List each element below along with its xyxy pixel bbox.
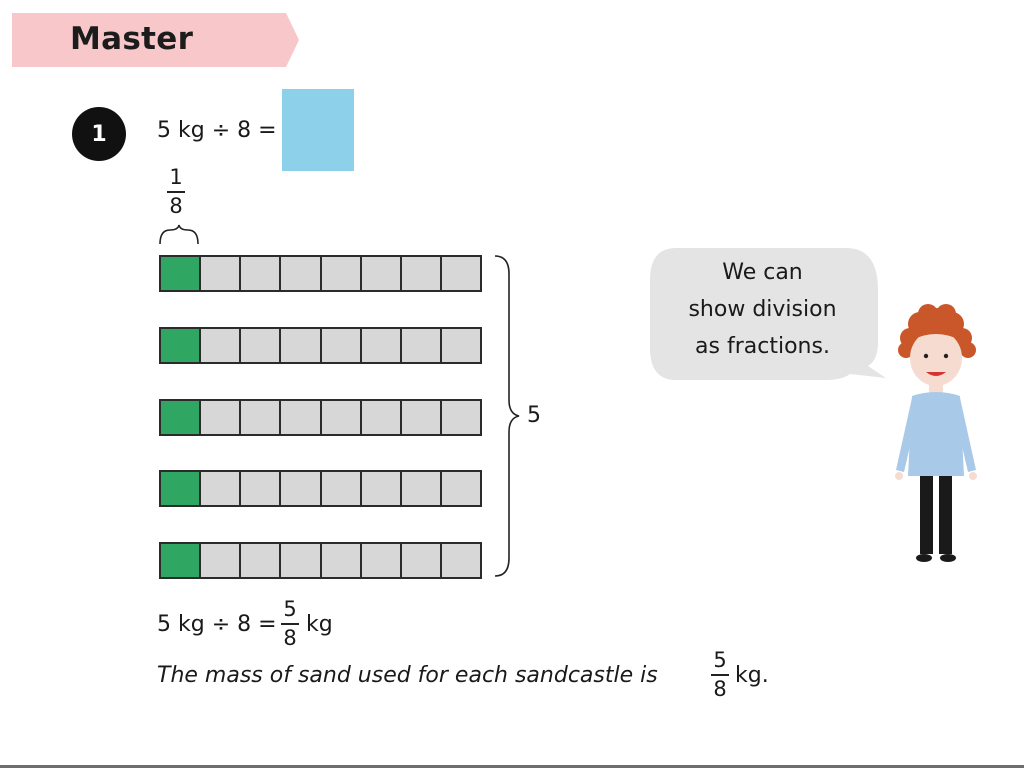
bar-part (359, 542, 402, 579)
bar-part (359, 470, 402, 507)
unit-fraction-denominator: 8 (169, 194, 183, 218)
bar-part (399, 327, 442, 364)
bar-part (319, 327, 362, 364)
shaded-part (159, 327, 202, 364)
speech-line: show division (688, 297, 837, 322)
fraction-bar (711, 674, 729, 676)
boy-character-icon (895, 304, 977, 562)
bar-row (159, 327, 482, 364)
conclusion-text: The mass of sand used for each sandcastl… (157, 663, 658, 688)
result-denominator: 8 (283, 626, 297, 650)
speech-text: We can show division as fractions. (660, 254, 865, 365)
bar-part (439, 255, 482, 292)
bar-part (239, 542, 282, 579)
bar-part (439, 542, 482, 579)
unit-fraction: 1 8 (167, 167, 185, 217)
bar-part (359, 399, 402, 436)
result-numerator: 5 (283, 597, 297, 621)
shaded-part (159, 399, 202, 436)
bar-part (399, 255, 442, 292)
bar-part (199, 327, 242, 364)
bar-part (279, 327, 322, 364)
bar-part (359, 255, 402, 292)
division-equation: 5 kg ÷ 8 = (157, 118, 277, 143)
bar-part (199, 255, 242, 292)
result-fraction: 5 8 (281, 599, 299, 649)
bar-part (279, 542, 322, 579)
result-unit: kg (306, 612, 333, 637)
bar-part (399, 470, 442, 507)
bar-part (359, 327, 402, 364)
conclusion-fraction: 5 8 (711, 650, 729, 700)
brace-label: 5 (527, 403, 541, 428)
bar-part (319, 470, 362, 507)
bar-row (159, 542, 482, 579)
bar-part (239, 327, 282, 364)
fraction-bar (167, 191, 185, 193)
bar-part (439, 399, 482, 436)
speech-line: We can (722, 260, 803, 285)
right-brace-icon (494, 255, 520, 577)
bar-part (279, 470, 322, 507)
shaded-part (159, 542, 202, 579)
shaded-part (159, 470, 202, 507)
shaded-part (159, 255, 202, 292)
bar-row (159, 255, 482, 292)
part-bracket-icon (159, 224, 199, 245)
bar-part (319, 399, 362, 436)
conclusion-numerator: 5 (713, 648, 727, 672)
conclusion-unit: kg. (735, 663, 769, 688)
bar-part (319, 255, 362, 292)
result-equation: 5 kg ÷ 8 = (157, 612, 277, 637)
bar-part (199, 542, 242, 579)
question-number: 1 (72, 107, 126, 161)
bottom-border (0, 765, 1024, 768)
fraction-bar (281, 623, 299, 625)
bar-part (319, 542, 362, 579)
page-title: Master (70, 21, 194, 57)
bar-part (439, 470, 482, 507)
speech-line: as fractions. (695, 334, 830, 359)
bar-part (239, 399, 282, 436)
bar-part (199, 399, 242, 436)
bar-row (159, 399, 482, 436)
banner-shape (12, 13, 299, 67)
bar-part (199, 470, 242, 507)
unit-fraction-numerator: 1 (169, 165, 183, 189)
bar-part (239, 255, 282, 292)
conclusion-denominator: 8 (713, 677, 727, 701)
bar-part (439, 327, 482, 364)
bar-part (279, 399, 322, 436)
answer-box[interactable] (282, 89, 354, 171)
header-banner: Master (12, 13, 299, 67)
bar-part (399, 542, 442, 579)
speech-bubble-icon (650, 248, 886, 380)
bar-row (159, 470, 482, 507)
bar-part (279, 255, 322, 292)
bar-part (399, 399, 442, 436)
bar-part (239, 470, 282, 507)
